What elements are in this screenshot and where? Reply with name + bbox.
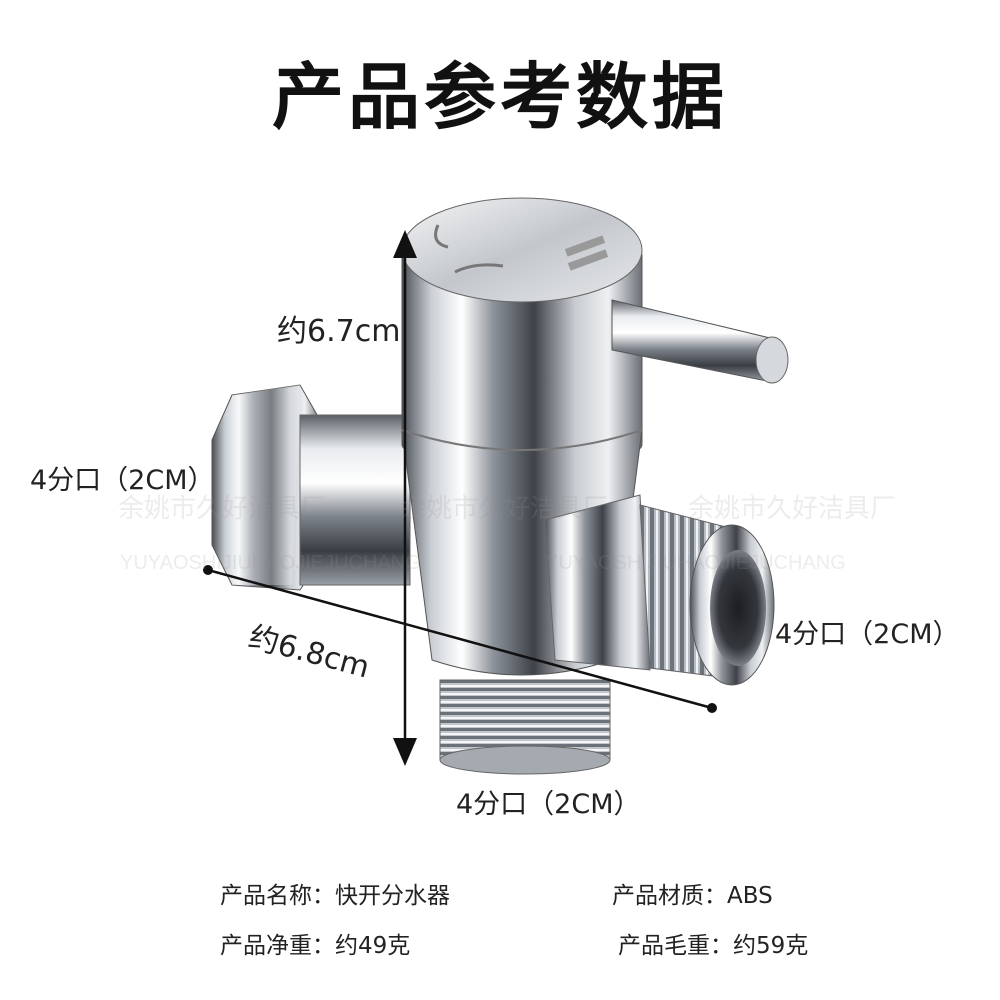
height-dimension-arrow <box>393 230 417 766</box>
bottom-threaded-outlet <box>439 679 611 775</box>
port-bottom-label: 4分口（2CM） <box>456 789 641 820</box>
right-threaded-outlet <box>544 494 775 686</box>
height-label: 约6.7cm <box>277 314 401 349</box>
page-title: 产品参考数据 <box>271 55 728 139</box>
cap-markings <box>434 224 609 274</box>
spec-gross-weight: 产品毛重：约59克 <box>618 933 809 959</box>
left-hex-nut <box>211 384 411 591</box>
lever-handle <box>611 299 789 384</box>
main-body <box>401 197 643 676</box>
port-left-label: 4分口（2CM） <box>30 465 215 496</box>
spec-material: 产品材质：ABS <box>612 883 773 909</box>
port-right-label: 4分口（2CM） <box>775 619 960 650</box>
width-dimension-line <box>203 565 717 713</box>
spec-product-name: 产品名称：快开分水器 <box>220 883 450 909</box>
spec-net-weight: 产品净重：约49克 <box>220 933 411 959</box>
